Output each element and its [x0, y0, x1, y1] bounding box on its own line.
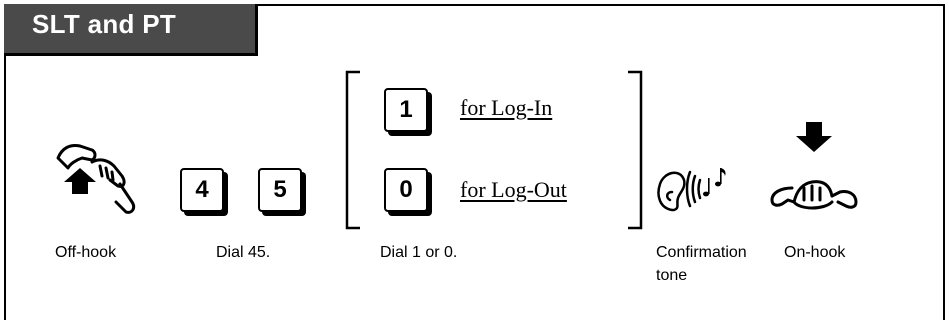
- confirmation-label-line2: tone: [656, 267, 688, 284]
- right-bracket: [628, 70, 643, 230]
- left-bracket: [345, 70, 360, 230]
- key-1[interactable]: 1: [384, 88, 428, 132]
- key-5[interactable]: 5: [258, 168, 302, 212]
- offhook-label: Off-hook: [55, 244, 117, 261]
- dial10-label: Dial 1 or 0.: [380, 244, 458, 261]
- confirmation-label-line1: Confirmation: [656, 244, 747, 261]
- title: SLT and PT: [32, 9, 177, 39]
- key-4[interactable]: 4: [180, 168, 224, 212]
- logout-option-label: for Log-Out: [460, 177, 567, 202]
- title-tab: SLT and PT: [4, 4, 258, 56]
- handset-hangup-icon: [770, 122, 858, 210]
- dial45-label: Dial 45.: [216, 244, 271, 261]
- key-0[interactable]: 0: [384, 168, 428, 212]
- procedure-frame: [4, 4, 945, 320]
- ear-tone-icon: [657, 168, 726, 212]
- onhook-label: On-hook: [784, 244, 846, 261]
- login-option-label: for Log-In: [460, 95, 553, 120]
- handset-lift-icon: [56, 144, 136, 214]
